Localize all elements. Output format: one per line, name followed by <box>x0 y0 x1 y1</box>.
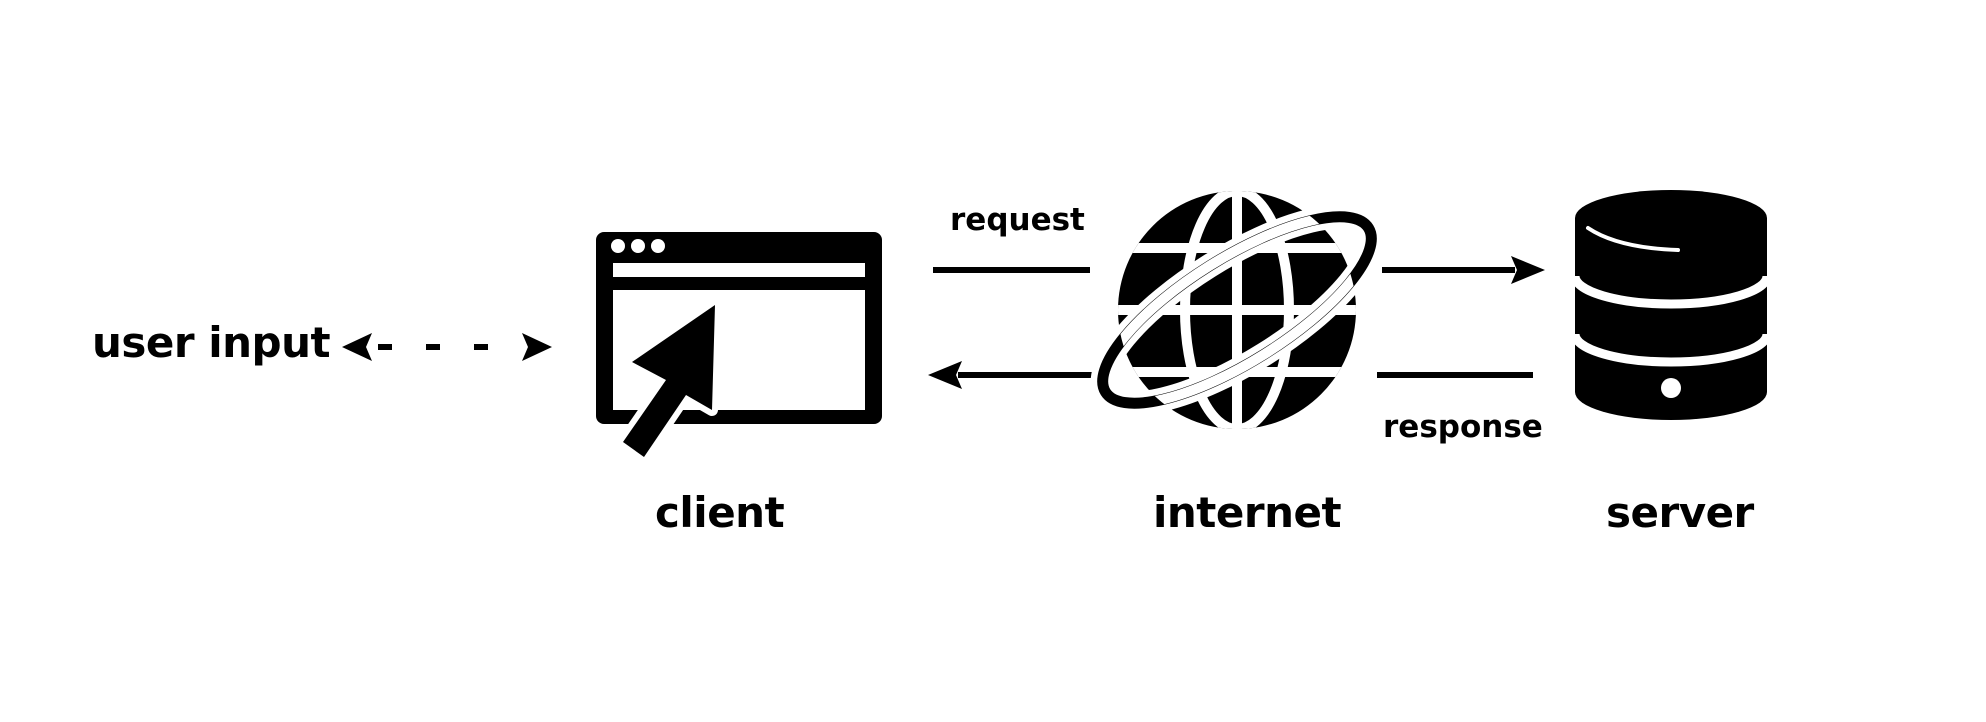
response-label: response <box>1383 409 1543 445</box>
request-label: request <box>950 202 1085 238</box>
request-arrow-to-server <box>1382 256 1545 284</box>
browser-window-cursor-icon <box>596 232 882 463</box>
user-input-dashed-arrow <box>342 333 552 361</box>
server-label: server <box>1606 488 1755 537</box>
client-label: client <box>655 488 785 537</box>
globe-icon <box>1090 191 1384 429</box>
user-input-label: user input <box>92 318 330 367</box>
response-arrow-to-client <box>928 361 1092 389</box>
database-icon <box>1570 190 1772 420</box>
internet-label: internet <box>1153 488 1341 537</box>
